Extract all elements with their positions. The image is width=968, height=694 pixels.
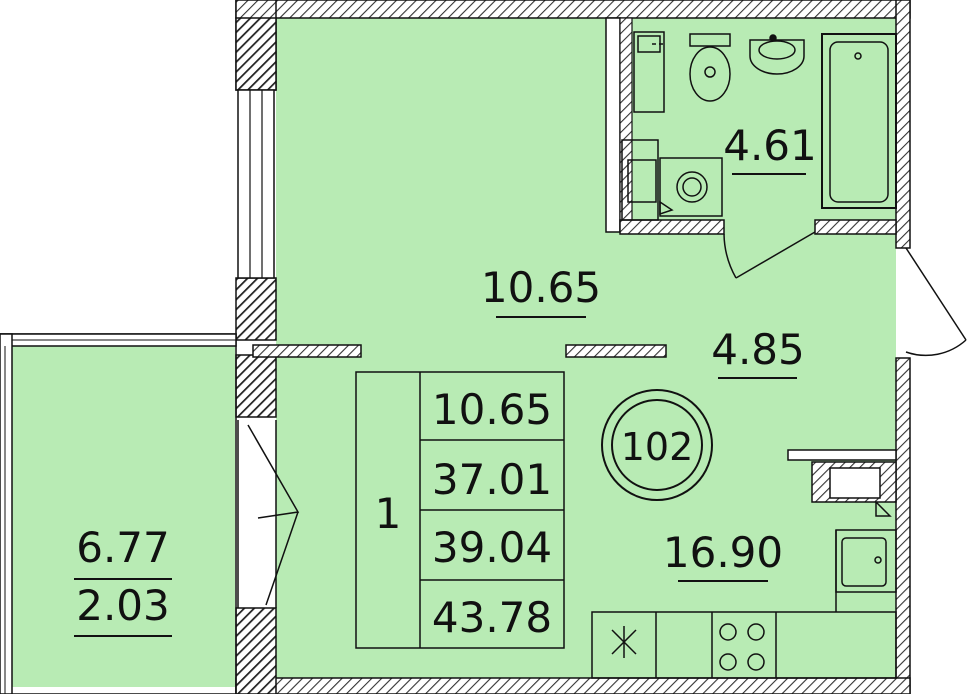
balcony-floor <box>10 345 235 687</box>
area-table-cell: 10.65 <box>432 385 552 434</box>
fridge-icon <box>611 626 637 658</box>
hallway-area: 4.85 <box>711 325 805 374</box>
balcony <box>0 333 237 694</box>
bathroom-door <box>723 231 816 279</box>
toilet-tank <box>689 33 731 47</box>
washing-machine <box>659 157 723 217</box>
toilet <box>689 46 731 102</box>
bathroom-area: 4.61 <box>723 121 817 170</box>
area-table: 1 10.65 37.01 39.04 43.78 <box>355 371 565 649</box>
kitchen-fixtures <box>591 449 897 679</box>
kitchen-sink <box>835 529 897 593</box>
room-labels: 10.65 4.61 4.85 16.90 6.77 2.03 <box>74 121 817 637</box>
rooms-count: 1 <box>375 489 402 538</box>
apartment-number-badge: 102 <box>601 389 713 501</box>
sink <box>749 39 805 75</box>
kitchen-area: 16.90 <box>663 528 783 577</box>
bathtub <box>821 33 897 209</box>
bathroom-fixtures <box>621 31 897 221</box>
walls <box>235 0 911 694</box>
area-table-cell: 43.78 <box>432 593 552 642</box>
area-table-cell: 39.04 <box>432 523 552 572</box>
balcony-area-top: 6.77 <box>76 523 170 572</box>
bathroom-floor <box>630 28 896 224</box>
floor-areas <box>10 18 896 687</box>
balcony-door <box>237 420 300 608</box>
counter <box>591 611 897 679</box>
area-table-cell: 37.01 <box>432 455 552 504</box>
balcony-area-bottom: 2.03 <box>76 581 170 630</box>
apartment-number: 102 <box>621 425 694 469</box>
entrance-door <box>905 247 967 357</box>
living-room-area: 10.65 <box>481 263 601 312</box>
stove-burners <box>719 623 765 671</box>
